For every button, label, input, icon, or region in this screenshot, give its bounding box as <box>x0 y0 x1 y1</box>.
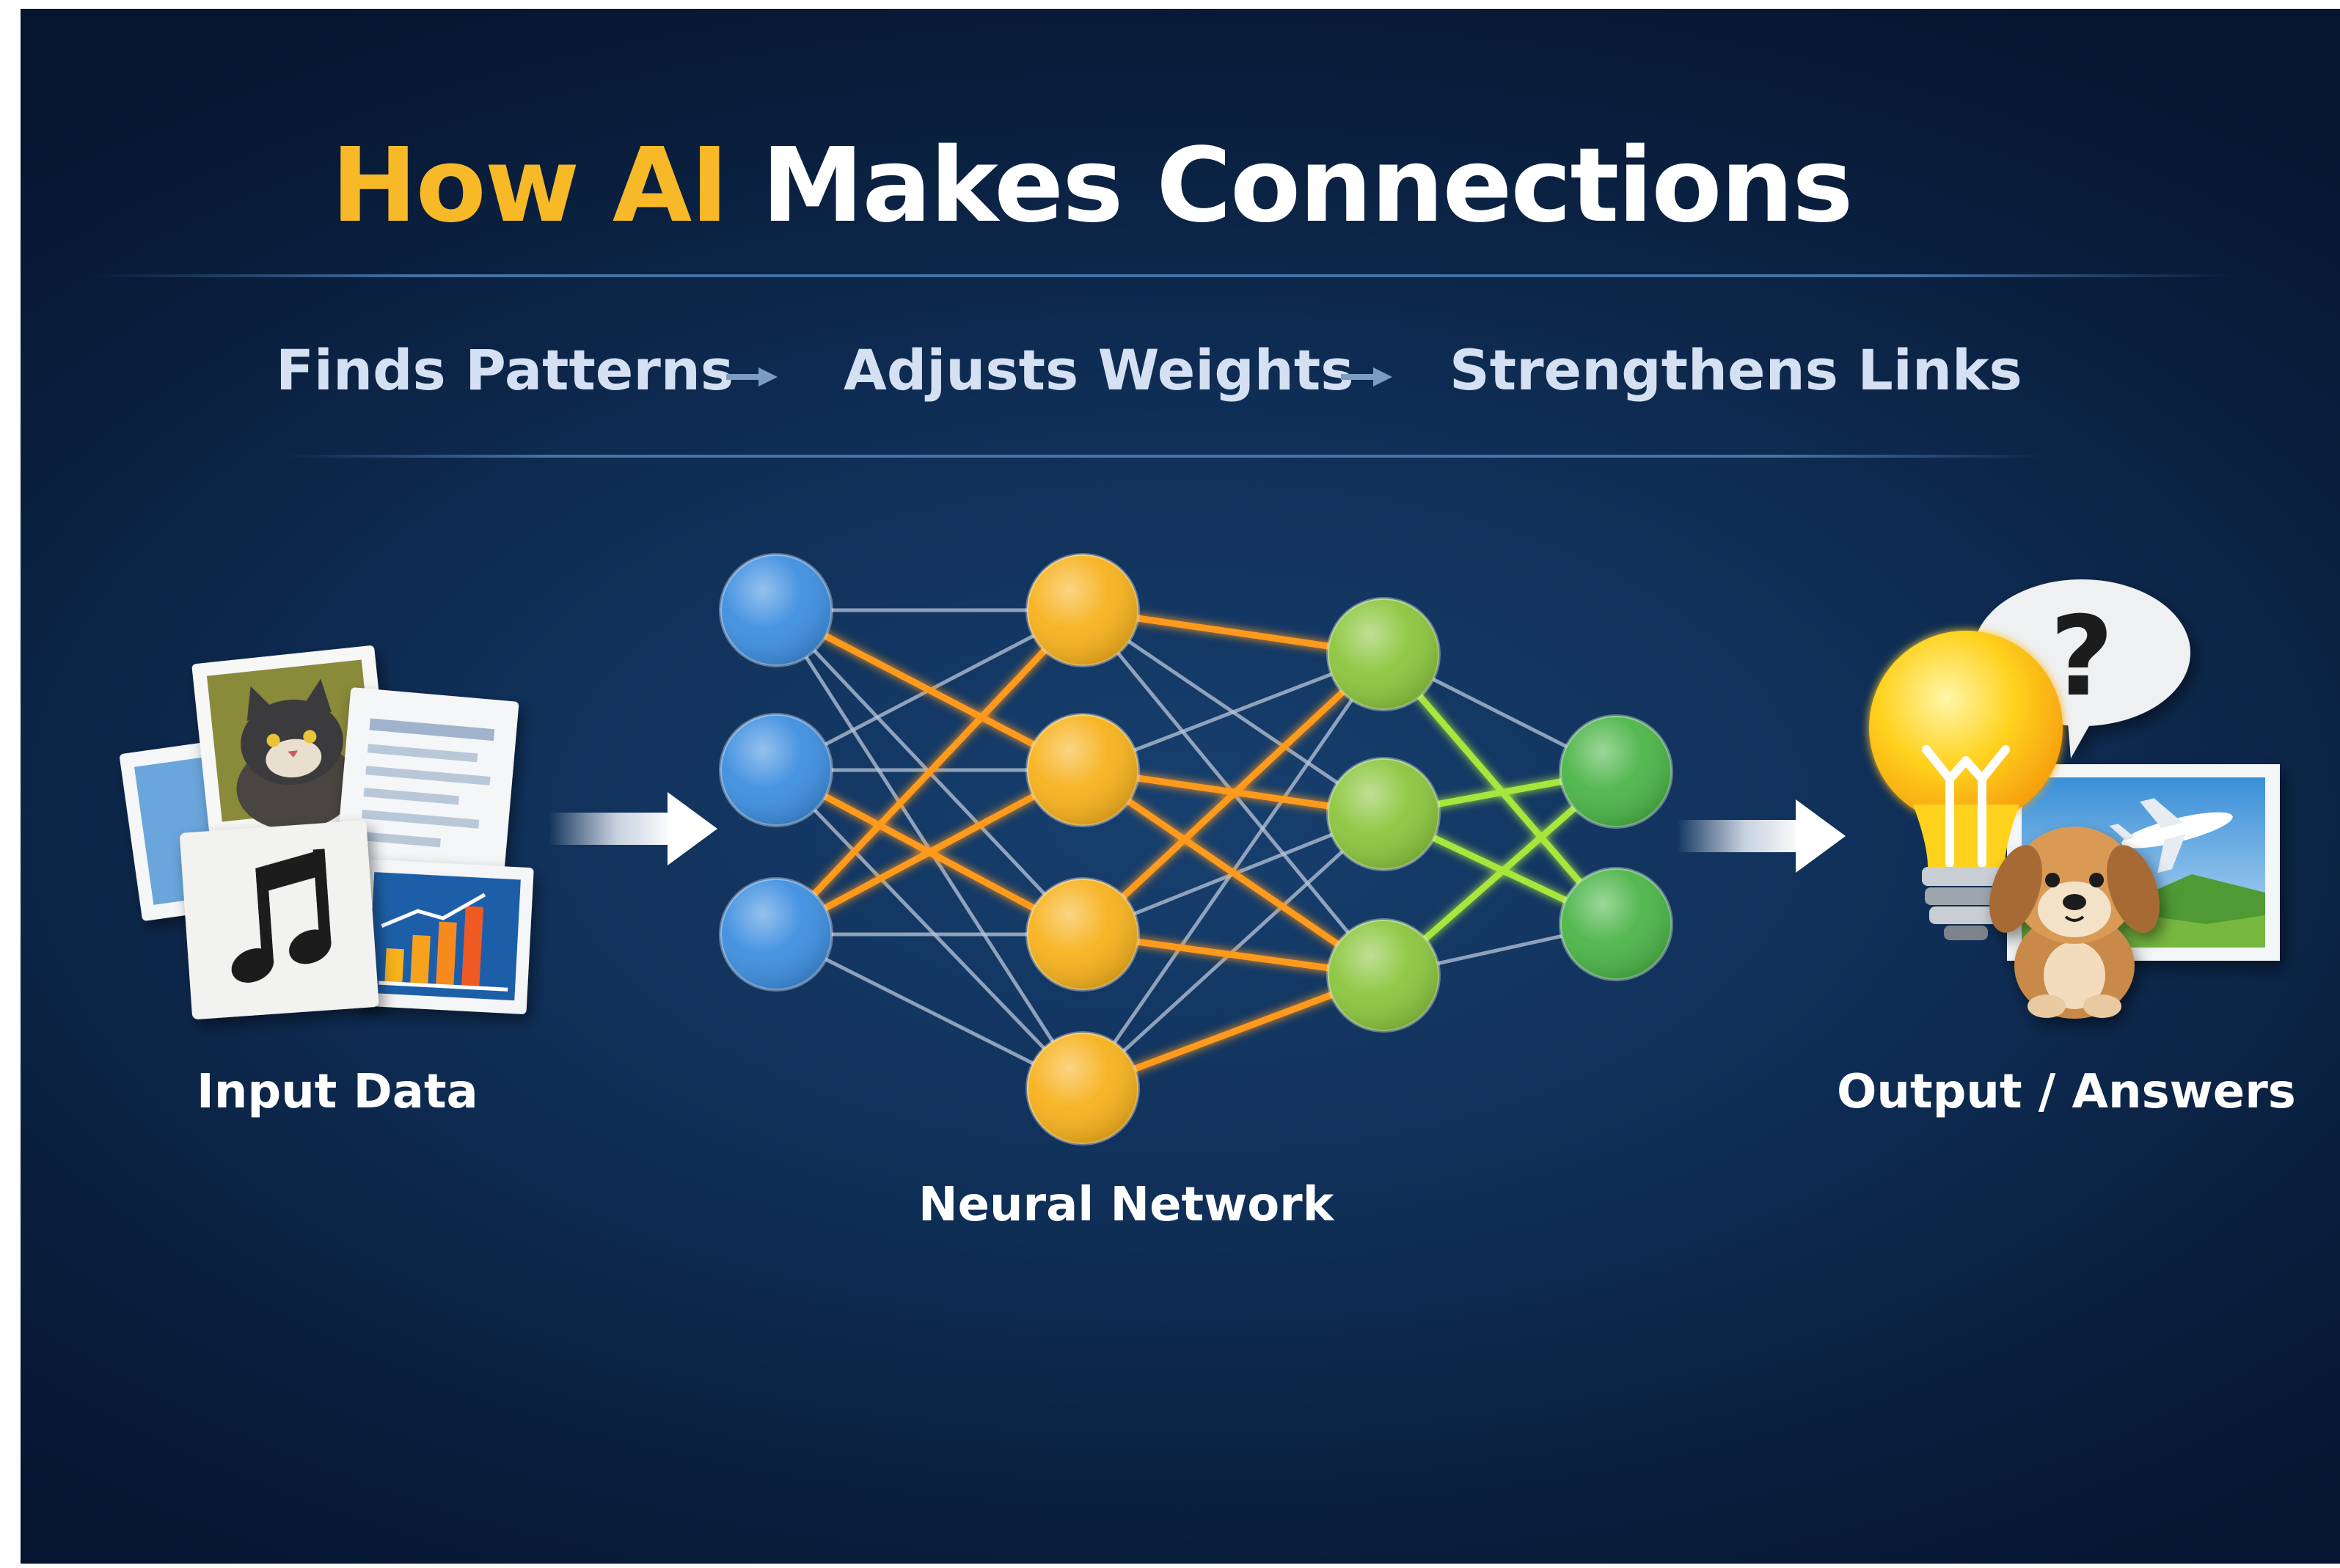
step-arrow-icon <box>726 367 778 386</box>
strengthened-edge <box>772 607 1086 938</box>
neural-network-label: Neural Network <box>918 1178 1334 1232</box>
output-icons: ? <box>1869 579 2280 1019</box>
network-node-shine <box>720 714 832 826</box>
network-node-shine <box>1027 1033 1138 1144</box>
diagram-canvas: How AI Makes Connections Finds Patterns … <box>21 9 2340 1564</box>
network-node-shine <box>1328 920 1439 1031</box>
strengthened-edge <box>772 607 1086 774</box>
network-node-shine <box>1027 554 1138 666</box>
network-edge <box>775 932 1084 1091</box>
title-accent: How AI <box>331 126 728 246</box>
document-icon <box>335 687 519 884</box>
strengthened-edge <box>772 766 1086 938</box>
strengthened-edge <box>1079 766 1387 979</box>
network-edge <box>775 769 1084 1090</box>
divider-top <box>94 274 2236 277</box>
input-data-label: Input Data <box>197 1065 478 1119</box>
music-note-icon <box>180 820 379 1019</box>
network-node-shine <box>1560 716 1672 827</box>
svg-text:?: ? <box>2050 593 2113 721</box>
cat-photo-icon <box>191 645 392 839</box>
network-edge <box>1081 813 1385 1090</box>
output-answers-label: Output / Answers <box>1837 1065 2296 1119</box>
network-node-shine <box>1027 714 1138 826</box>
network-node-shine <box>1027 879 1138 990</box>
step-finds-patterns: Finds Patterns <box>276 337 734 403</box>
divider-bottom <box>285 455 2045 458</box>
step-adjusts-weights: Adjusts Weights <box>844 337 1354 403</box>
network-node-shine <box>720 879 832 990</box>
strengthened-edge <box>1079 651 1387 938</box>
right-arrow-icon <box>1677 799 1846 873</box>
title-rest: Makes Connections <box>761 126 1853 246</box>
input-data-icons <box>120 645 534 1019</box>
network-node-shine <box>1560 868 1672 980</box>
network-node-shine <box>1328 758 1439 870</box>
step-arrow-icon <box>1341 367 1392 386</box>
step-strengthens-links: Strengthens Links <box>1449 337 2022 403</box>
network-strengthened-edges <box>772 607 1620 1092</box>
dog-icon <box>1989 827 2160 1019</box>
bar-chart-icon <box>354 859 534 1014</box>
strengthened-edge <box>1380 651 1620 928</box>
page-title: How AI Makes Connections <box>21 126 2162 246</box>
network-node-shine <box>720 554 832 666</box>
illustration: ? <box>120 553 2280 1146</box>
network-node-shine <box>1328 598 1439 710</box>
network-nodes <box>719 553 1673 1146</box>
right-arrow-icon <box>549 792 717 865</box>
light-bulb-icon <box>1869 631 2063 940</box>
